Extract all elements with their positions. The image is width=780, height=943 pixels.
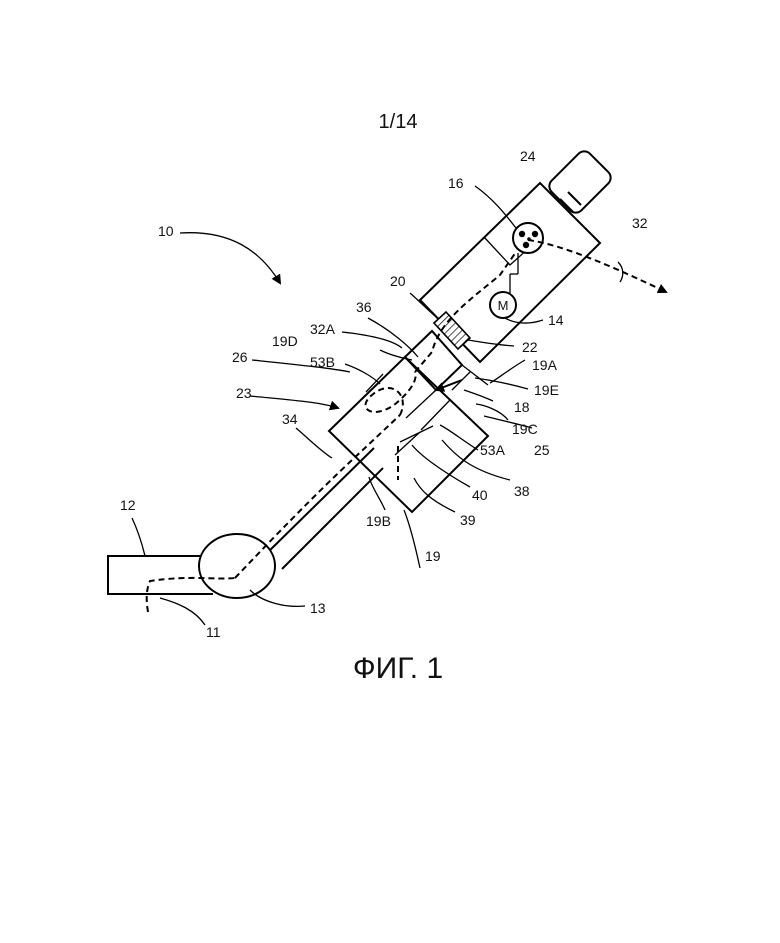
battery-pack — [546, 148, 614, 216]
label-12: 12 — [120, 497, 136, 513]
label-20: 20 — [390, 273, 406, 289]
label-19E: 19E — [534, 382, 559, 398]
label-26: 26 — [232, 349, 248, 365]
label-19C: 19C — [512, 421, 538, 437]
label-53B: 53B — [310, 354, 335, 370]
floor-head — [108, 556, 213, 594]
fan-blade-2 — [532, 231, 538, 237]
label-22: 22 — [522, 339, 538, 355]
label-11: 11 — [206, 624, 221, 640]
label-19: 19 — [425, 548, 441, 564]
motor-symbol: M — [498, 298, 509, 313]
label-36: 36 — [356, 299, 372, 315]
battery-connector-b — [568, 192, 581, 205]
airflow-path-exhaust — [528, 240, 666, 292]
filter-element — [434, 312, 470, 349]
label-53A: 53A — [480, 442, 506, 458]
label-23: 23 — [236, 385, 252, 401]
internal-wall-18 — [406, 390, 436, 418]
vacuum-device-drawing: M — [108, 148, 666, 612]
wand-tube-upper-line — [265, 448, 374, 555]
label-13: 13 — [310, 600, 326, 616]
separator-housing — [329, 357, 488, 512]
cyclone-inner-line — [462, 365, 488, 385]
label-32: 32 — [632, 215, 648, 231]
fan-blade-1 — [519, 231, 525, 237]
fan-blade-3 — [523, 242, 529, 248]
label-24: 24 — [520, 148, 536, 164]
label-19D: 19D — [272, 333, 298, 349]
pivot-joint — [199, 534, 275, 598]
label-38: 38 — [514, 483, 530, 499]
figure-caption: ФИГ. 1 — [353, 652, 443, 685]
label-32A: 32A — [310, 321, 336, 337]
label-19B: 19B — [366, 513, 391, 529]
label-10: 10 — [158, 223, 174, 239]
internal-wall-53a — [400, 426, 433, 442]
internal-wall-25 — [421, 400, 450, 430]
page-number: 1/14 — [379, 111, 418, 133]
label-40: 40 — [472, 487, 488, 503]
label-16: 16 — [448, 175, 464, 191]
label-25: 25 — [534, 442, 550, 458]
label-19A: 19A — [532, 357, 558, 373]
label-39: 39 — [460, 512, 476, 528]
label-18: 18 — [514, 399, 530, 415]
label-14: 14 — [548, 312, 564, 328]
label-34: 34 — [282, 411, 298, 427]
